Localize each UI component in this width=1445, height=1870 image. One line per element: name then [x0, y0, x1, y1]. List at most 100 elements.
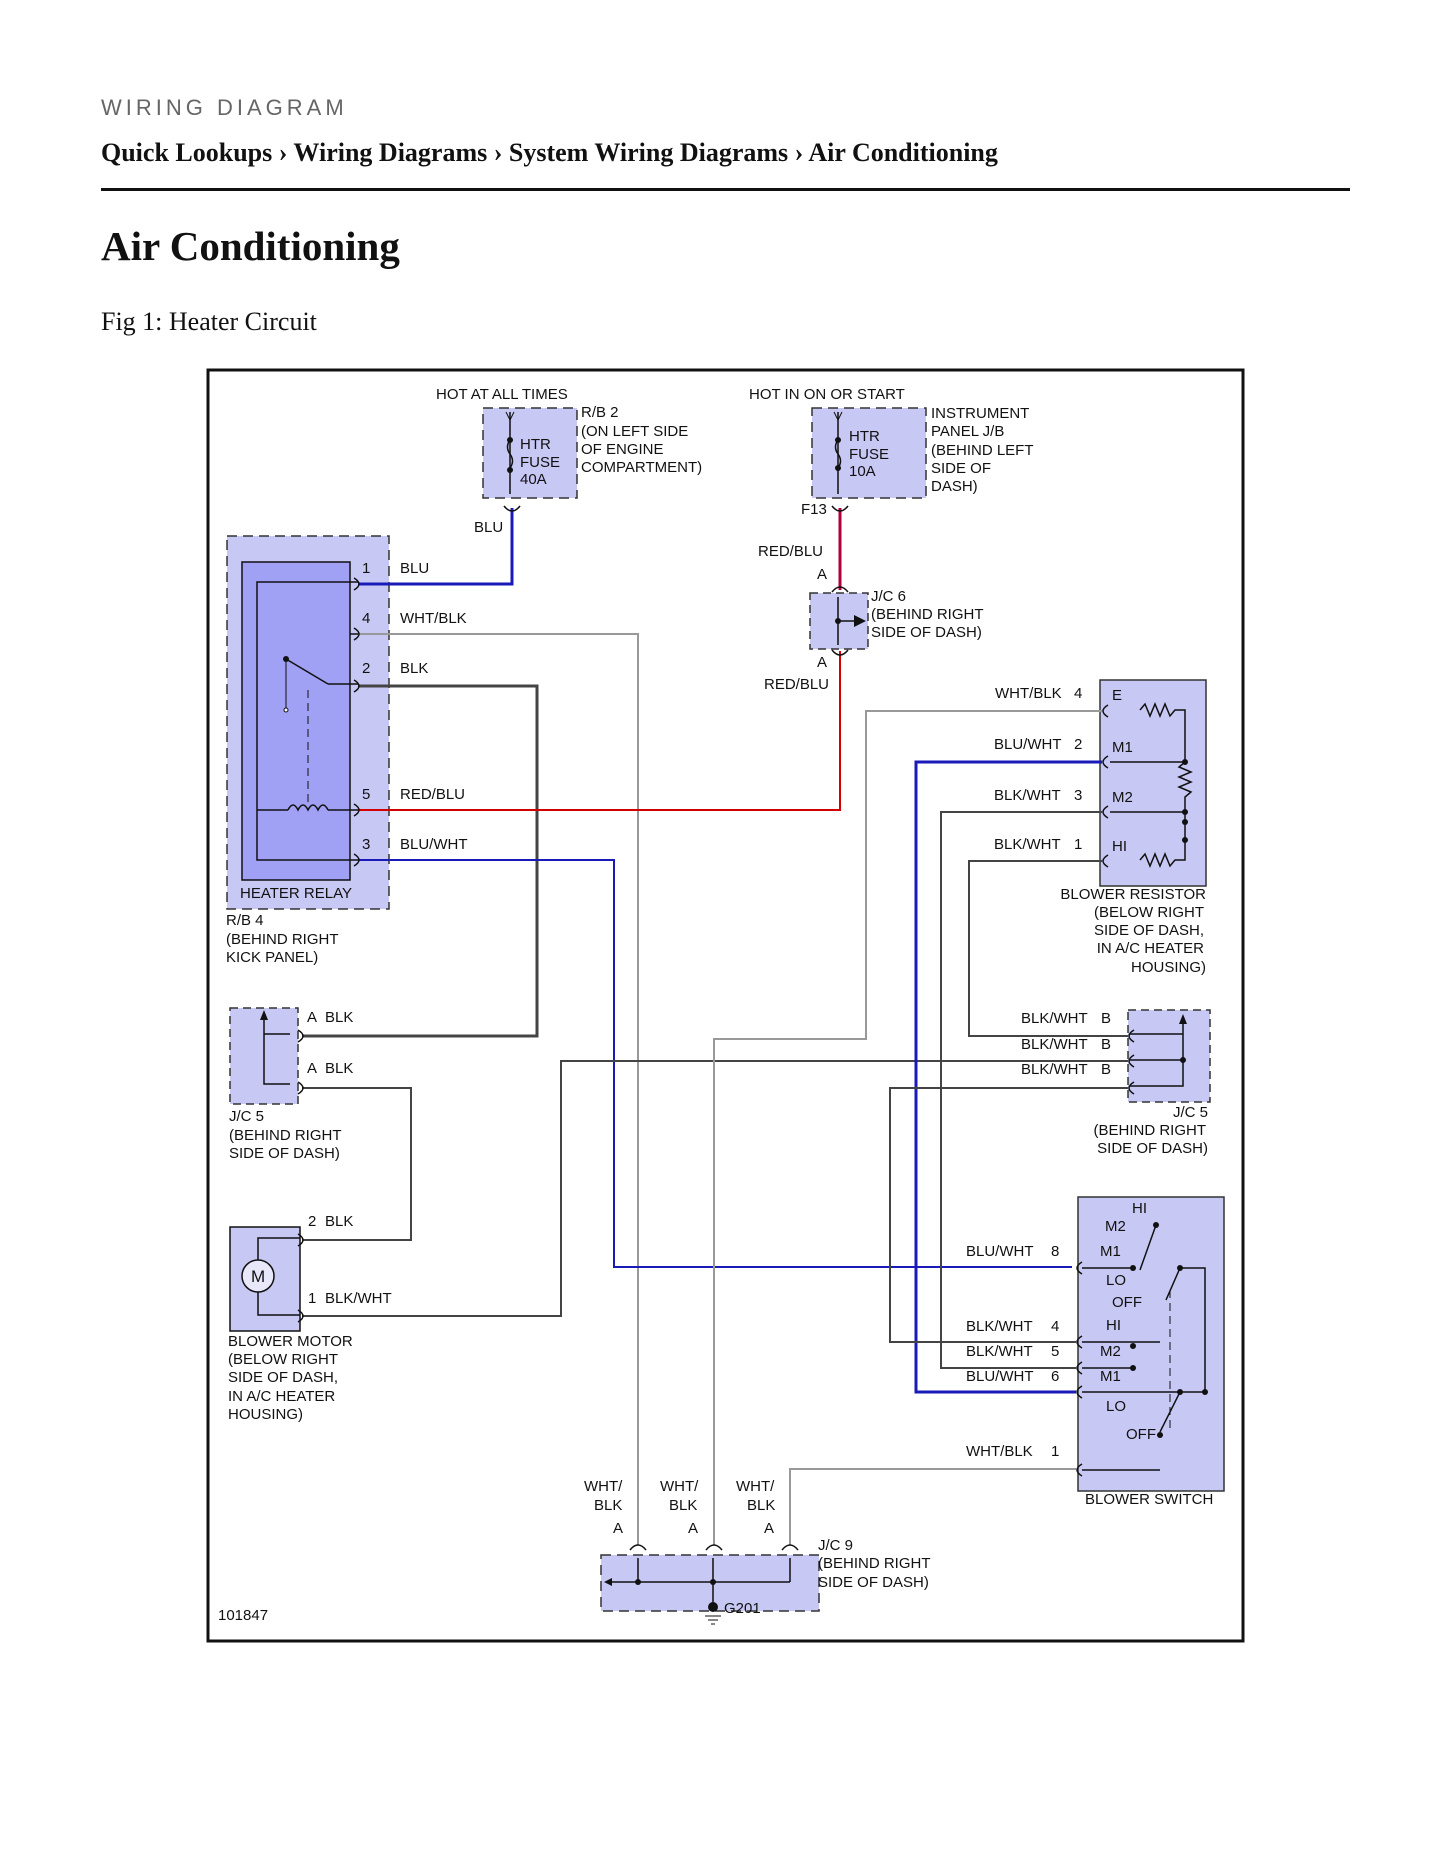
- label-bs-w8: BLU/WHT: [966, 1243, 1034, 1260]
- label-jc5l-a2: A: [307, 1060, 317, 1077]
- label-rb4-2: (BEHIND RIGHT: [226, 931, 339, 948]
- jc9-junction: [600, 1554, 820, 1625]
- label-bs-m1a: M1: [1100, 1243, 1121, 1260]
- label-bs-p5: 5: [1051, 1343, 1059, 1360]
- label-br-w3: BLK/WHT: [994, 787, 1061, 804]
- label-jc9-wa1: WHT/: [584, 1478, 623, 1495]
- label-jc6-3: SIDE OF DASH): [871, 624, 982, 641]
- label-jc9-a3: A: [764, 1520, 774, 1537]
- label-br-w2: BLU/WHT: [994, 736, 1062, 753]
- label-jc6-2: (BEHIND RIGHT: [871, 606, 984, 623]
- label-br-1: BLOWER RESISTOR: [1060, 886, 1206, 903]
- label-br-w1: BLK/WHT: [994, 836, 1061, 853]
- blower-motor: [229, 1226, 301, 1332]
- label-bs-w6: BLU/WHT: [966, 1368, 1034, 1385]
- label-jc5r-b3: B: [1101, 1061, 1111, 1078]
- label-bm-2: (BELOW RIGHT: [228, 1351, 338, 1368]
- wire-blkwht-jc5-switch4: [889, 1087, 1128, 1343]
- label-jc5l-2: (BEHIND RIGHT: [229, 1127, 342, 1144]
- blower-switch: [1077, 1196, 1225, 1492]
- label-redblu-bot: RED/BLU: [764, 676, 829, 693]
- jc5-right-junction: [1127, 1009, 1211, 1103]
- label-jc9-3: SIDE OF DASH): [818, 1574, 929, 1591]
- label-jc5l-3: SIDE OF DASH): [229, 1145, 340, 1162]
- label-bm-1: BLOWER MOTOR: [228, 1333, 353, 1350]
- blower-resistor: [1099, 679, 1207, 887]
- label-jc5r-b1: B: [1101, 1010, 1111, 1027]
- label-br-p2: 2: [1074, 736, 1082, 753]
- label-jc9-2: (BEHIND RIGHT: [818, 1555, 931, 1572]
- label-fuse10-3: 10A: [849, 463, 876, 480]
- label-br-4: IN A/C HEATER: [1097, 940, 1204, 957]
- wire-redblu-relay5: [358, 651, 841, 811]
- label-g201: G201: [724, 1600, 761, 1617]
- label-fuse40-2: FUSE: [520, 454, 560, 471]
- page-title: Air Conditioning: [101, 223, 400, 269]
- figure-number: 101847: [218, 1607, 268, 1624]
- label-jc5l-a1: A: [307, 1009, 317, 1026]
- label-ipjb-2: PANEL J/B: [931, 423, 1004, 440]
- label-bs-m1b: M1: [1100, 1368, 1121, 1385]
- label-br-3: SIDE OF DASH,: [1094, 922, 1204, 939]
- label-br-2: (BELOW RIGHT: [1094, 904, 1204, 921]
- label-rb2-3: OF ENGINE: [581, 441, 664, 458]
- label-jc9-wc1: WHT/: [736, 1478, 775, 1495]
- label-br-e: E: [1112, 687, 1122, 704]
- label-a-jc6-top: A: [817, 566, 827, 583]
- label-jc5r-1: J/C 5: [1173, 1104, 1208, 1121]
- heater-relay: [226, 535, 390, 910]
- label-hr-pin3: 3: [362, 836, 370, 853]
- label-jc9-1: J/C 9: [818, 1537, 853, 1554]
- wire-blu-fuse-relay1: [358, 508, 514, 586]
- label-bs-lob: LO: [1106, 1398, 1126, 1415]
- label-hr-w3: BLU/WHT: [400, 836, 468, 853]
- label-br-m1: M1: [1112, 739, 1133, 756]
- label-jc5r-b2: B: [1101, 1036, 1111, 1053]
- label-fuse10-2: FUSE: [849, 446, 889, 463]
- label-hr-pin1: 1: [362, 560, 370, 577]
- label-jc5r-2: (BEHIND RIGHT: [1094, 1122, 1207, 1139]
- wire-blk-jc5-motor: [302, 1087, 412, 1241]
- label-rb4-3: KICK PANEL): [226, 949, 318, 966]
- breadcrumb[interactable]: Quick Lookups › Wiring Diagrams › System…: [101, 138, 998, 167]
- label-bm-m: M: [251, 1267, 265, 1286]
- label-rb2-2: (ON LEFT SIDE: [581, 423, 688, 440]
- label-br-hi: HI: [1112, 838, 1127, 855]
- label-jc5l-w1: BLK: [325, 1009, 353, 1026]
- label-hr-w2: BLK: [400, 660, 428, 677]
- wire-blkwht-resistorM2: [940, 811, 1102, 1369]
- label-br-w4: WHT/BLK: [995, 685, 1062, 702]
- label-bs-loa: LO: [1106, 1272, 1126, 1289]
- wire-bluwht-relay3: [358, 859, 1072, 1268]
- figure-caption: Fig 1: Heater Circuit: [101, 307, 317, 336]
- wire-blkwht-motor1: [302, 1060, 1128, 1317]
- label-bm-p2: 2: [308, 1213, 316, 1230]
- wire-bluwht-resistorM1: [914, 760, 1102, 1394]
- label-hr-w5: RED/BLU: [400, 786, 465, 803]
- wire-blkwht-resistorHI: [968, 860, 1128, 1037]
- label-bs-w4: BLK/WHT: [966, 1318, 1033, 1335]
- label-hr-pin5: 5: [362, 786, 370, 803]
- connector-marks: [297, 505, 1135, 1551]
- label-rb2-1: R/B 2: [581, 404, 619, 421]
- label-ipjb-4: SIDE OF: [931, 460, 991, 477]
- label-blower-switch: BLOWER SWITCH: [1085, 1491, 1213, 1508]
- label-bs-p8: 8: [1051, 1243, 1059, 1260]
- label-br-p1: 1: [1074, 836, 1082, 853]
- label-bs-w1: WHT/BLK: [966, 1443, 1033, 1460]
- label-jc9-a2: A: [688, 1520, 698, 1537]
- label-hr-pin4: 4: [362, 610, 370, 627]
- label-ipjb-5: DASH): [931, 478, 978, 495]
- label-jc9-wc2: BLK: [747, 1497, 775, 1514]
- label-br-5: HOUSING): [1131, 959, 1206, 976]
- label-fuse10-1: HTR: [849, 428, 880, 445]
- label-br-m2: M2: [1112, 789, 1133, 806]
- label-jc5r-w1: BLK/WHT: [1021, 1010, 1088, 1027]
- label-f13: F13: [801, 501, 827, 518]
- label-rb2-4: COMPARTMENT): [581, 459, 702, 476]
- label-bm-3: SIDE OF DASH,: [228, 1369, 338, 1386]
- label-bs-p4: 4: [1051, 1318, 1059, 1335]
- label-jc9-wb1: WHT/: [660, 1478, 699, 1495]
- label-hr-w1: BLU: [400, 560, 429, 577]
